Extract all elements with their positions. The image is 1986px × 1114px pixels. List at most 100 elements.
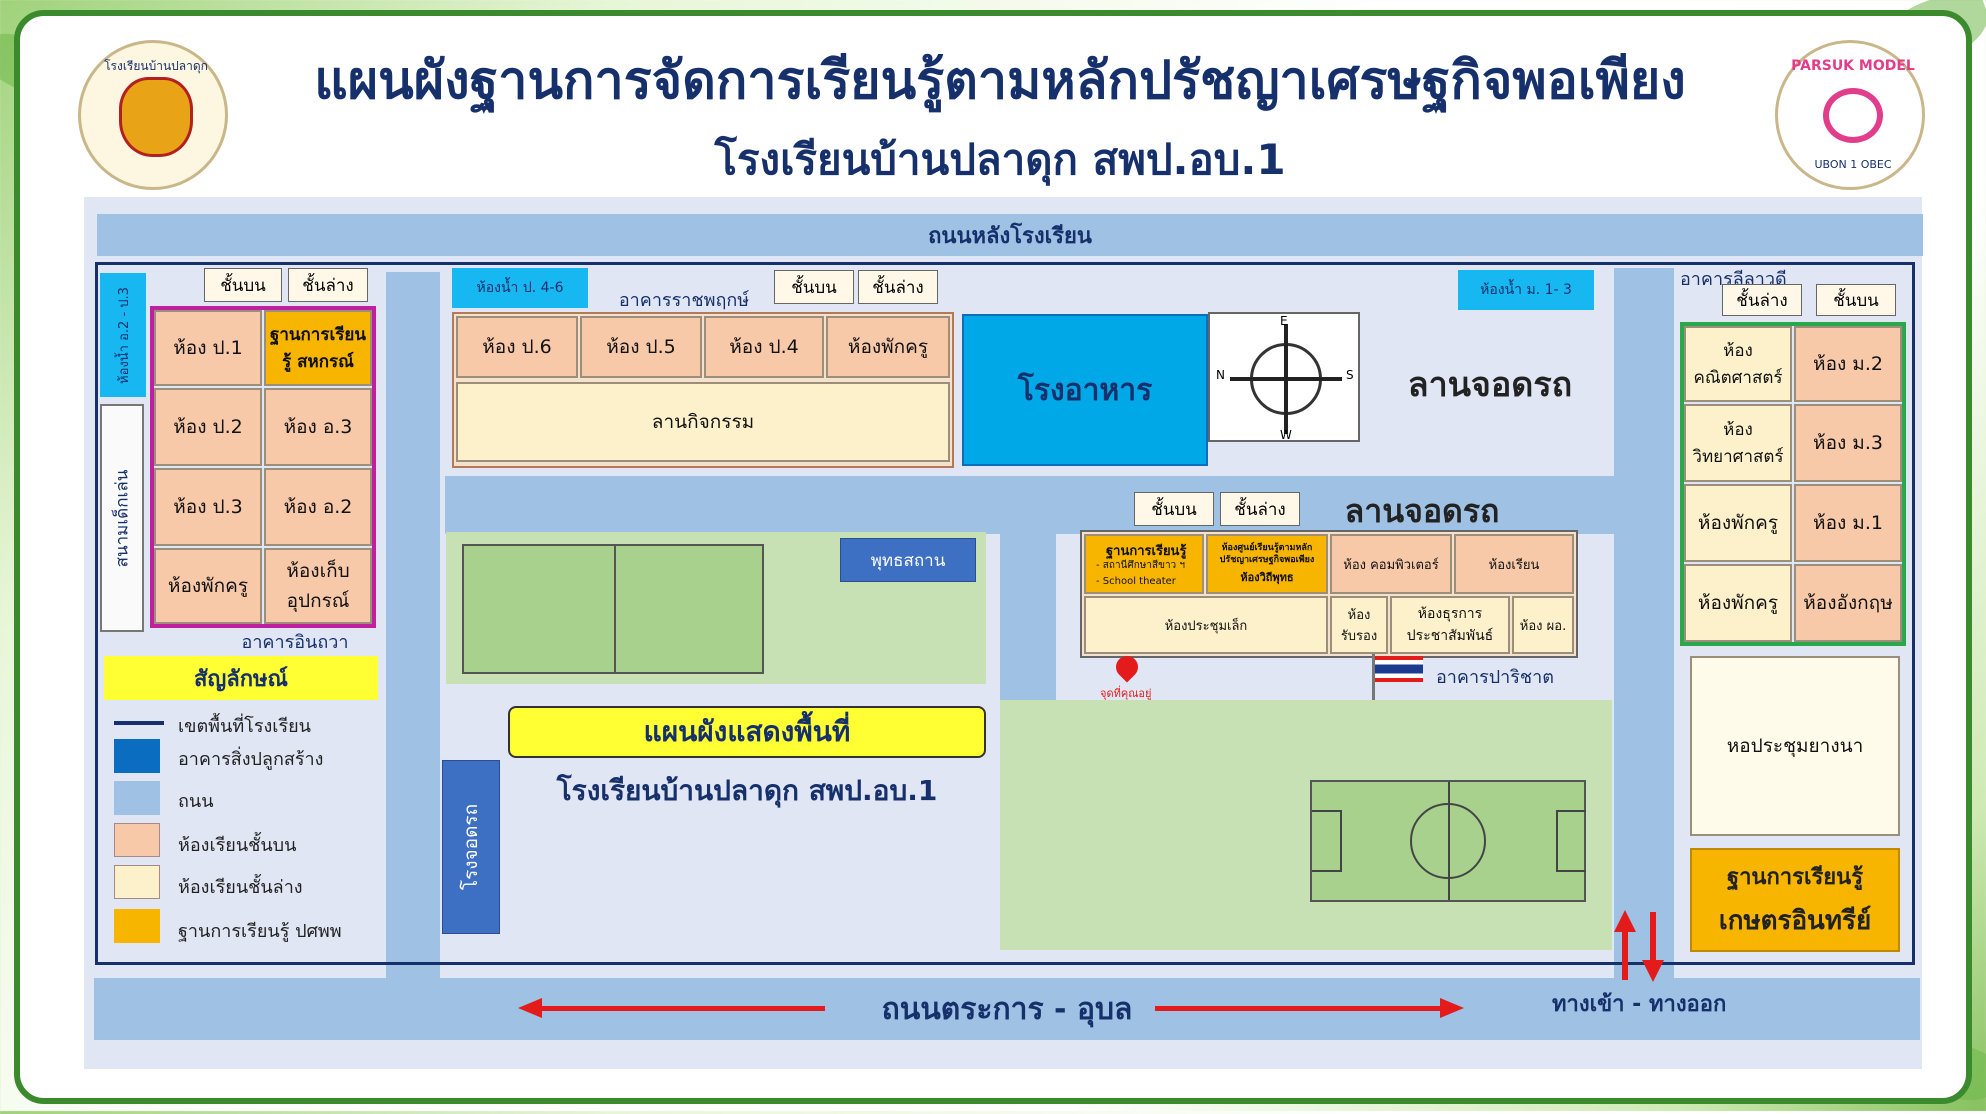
room-p6: ห้อง ป.6 <box>456 316 578 378</box>
teacher-room-lilawadee-2: ห้องพักครู <box>1684 564 1792 642</box>
front-road-label: ถนนตระการ - อุบล <box>881 991 1133 1027</box>
auditorium: หอประชุมยางนา <box>1690 656 1900 836</box>
teacher-room-inthawa: ห้องพักครู <box>154 548 262 624</box>
organic-farming-base: ฐานการเรียนรู้ เกษตรอินทรีย์ <box>1690 848 1900 952</box>
legend-label: อาคารสิ่งปลูกสร้าง <box>178 749 324 770</box>
lower-class-swatch <box>114 865 160 899</box>
legend-item: ถนน <box>112 778 392 818</box>
parsuk-model-logo: PARSUK MODEL UBON 1 OBEC <box>1775 40 1925 190</box>
room-a3: ห้อง อ.3 <box>264 388 372 466</box>
inthawa-building-name: อาคารอินถวา <box>241 631 349 653</box>
small-meeting-room: ห้องประชุมเล็ก <box>1084 596 1328 654</box>
toilet-p4-6: ห้องน้ำ ป. 4-6 <box>452 268 588 308</box>
room-m1: ห้อง ม.1 <box>1794 484 1902 562</box>
back-road: ถนนหลังโรงเรียน <box>97 214 1923 256</box>
learning-base-cooperative: ฐานการเรียนรู้ สหกรณ์ <box>264 310 372 386</box>
inner-road-center <box>1000 530 1056 700</box>
reception-room: ห้อง รับรอง <box>1330 596 1388 654</box>
field-center-circle <box>1410 803 1486 879</box>
learning-base-parichat-item2: - School theater <box>1096 576 1176 587</box>
playground: สนามเด็กเล่น <box>100 404 144 632</box>
school-logo-text: โรงเรียนบ้านปลาดุก <box>104 58 208 73</box>
arrow-down-head-icon <box>1642 960 1664 982</box>
page-title: แผนผังฐานการจัดการเรียนรู้ตามหลักปรัชญาเ… <box>314 50 1686 111</box>
parsuk-logo-text: PARSUK MODEL <box>1791 58 1915 74</box>
entrance-arrow-up <box>1622 930 1628 980</box>
learning-base-parichat: ฐานการเรียนรู้ - สถานีศึกษาสีขาว ฯ - Sch… <box>1084 534 1204 594</box>
compass-label-s: S <box>1346 368 1354 382</box>
football-field <box>1310 780 1586 902</box>
school-emblem-icon <box>119 77 193 157</box>
thai-flag-icon <box>1375 656 1423 682</box>
page-subtitle: โรงเรียนบ้านปลาดุก สพป.อบ.1 <box>714 135 1286 184</box>
buddha-shrine: พุทธสถาน <box>840 538 976 582</box>
entrance-exit-label: ทางเข้า - ทางออก <box>1552 992 1727 1017</box>
map-banner-title: แผนผังแสดงพื้นที่ <box>508 706 986 758</box>
parking-lot: ลานจอดรถ <box>1407 365 1573 405</box>
map-banner-subtitle: โรงเรียนบ้านปลาดุก สพป.อบ.1 <box>556 774 938 807</box>
legend-item: เขตพื้นที่โรงเรียน <box>112 708 392 738</box>
canteen: โรงอาหาร <box>962 314 1208 466</box>
organic-base-line1: ฐานการเรียนรู้ <box>1726 865 1864 890</box>
arrow-up-head-icon <box>1614 910 1636 932</box>
boundary-line-swatch <box>114 721 164 725</box>
rajapruek-building-name: อาคารราชพฤกษ์ <box>618 289 750 311</box>
room-p1: ห้อง ป.1 <box>154 310 262 386</box>
parking-lot-center: ลานจอดรถ <box>1344 491 1500 530</box>
room-p5: ห้อง ป.5 <box>580 316 702 378</box>
parsuk-logo-sub: UBON 1 OBEC <box>1814 157 1892 171</box>
compass-needle-horizontal <box>1230 377 1342 381</box>
you-are-here-label: จุดที่คุณอยู่ <box>1100 687 1152 700</box>
room-a2: ห้อง อ.2 <box>264 468 372 546</box>
lilawadee-upper-label: ชั้นบน <box>1816 284 1896 316</box>
garage: โรงจอดรถ <box>442 760 500 934</box>
computer-room: ห้อง คอมพิวเตอร์ <box>1330 534 1452 594</box>
legend-label: ฐานการเรียนรู้ ปศพพ <box>178 921 342 942</box>
room-p4: ห้อง ป.4 <box>704 316 824 378</box>
toilet-small: ห้องน้ำ อ.2 - ป.3 <box>100 273 146 397</box>
inthawa-upper-label: ชั้นบน <box>204 268 282 302</box>
front-road: ถนนตระการ - อุบล <box>94 978 1920 1040</box>
learning-base-swatch <box>114 909 160 943</box>
teacher-room-rajapruek: ห้องพักครู <box>826 316 950 378</box>
organic-base-line2: เกษตรอินทรีย์ <box>1718 906 1872 936</box>
road-swatch <box>114 781 160 815</box>
school-logo: โรงเรียนบ้านปลาดุก <box>78 40 228 190</box>
playground-label: สนามเด็กเล่น <box>112 469 133 567</box>
legend-item: ห้องเรียนชั้นล่าง <box>112 862 392 902</box>
inthawa-lower-label: ชั้นล่าง <box>288 268 368 302</box>
sufficiency-center-room: ห้องศูนย์เรียนรู้ตามหลักปรัชญาเศรษฐกิจพอ… <box>1206 534 1328 594</box>
legend-label: ถนน <box>178 791 214 812</box>
road-arrow-left <box>540 1006 825 1011</box>
lilawadee-building <box>1680 322 1906 646</box>
learning-base-parichat-title: ฐานการเรียนรู้ <box>1106 544 1187 559</box>
storage-room: ห้องเก็บ อุปกรณ์ <box>264 548 372 624</box>
garage-label: โรงจอดรถ <box>460 803 482 891</box>
english-room: ห้องอังกฤษ <box>1794 564 1902 642</box>
compass-label-w: W <box>1280 428 1292 442</box>
buddhist-way-label: ห้องวิถีพุทธ <box>1240 571 1294 584</box>
heart-icon <box>1823 88 1883 143</box>
room-m2: ห้อง ม.2 <box>1794 326 1902 402</box>
compass: N S E W <box>1208 312 1360 442</box>
legend-title: สัญลักษณ์ <box>104 656 378 700</box>
legend-label: ห้องเรียนชั้นบน <box>178 835 297 856</box>
room-p2: ห้อง ป.2 <box>154 388 262 466</box>
legend-label: เขตพื้นที่โรงเรียน <box>178 716 311 737</box>
upper-class-swatch <box>114 823 160 857</box>
inthawa-building <box>150 306 376 628</box>
math-room: ห้อง คณิตศาสตร์ <box>1684 326 1792 402</box>
lilawadee-lower-label: ชั้นล่าง <box>1722 284 1802 316</box>
parichat-lower-label: ชั้นล่าง <box>1220 492 1300 526</box>
toilet-m1-3: ห้องน้ำ ม. 1- 3 <box>1458 270 1594 310</box>
field-goal-area-left <box>1312 810 1342 872</box>
compass-label-e: E <box>1280 314 1288 328</box>
legend-label: ห้องเรียนชั้นล่าง <box>178 877 303 898</box>
inner-road-left <box>386 272 440 978</box>
director-room: ห้อง ผอ. <box>1512 596 1574 654</box>
flagpole <box>1372 654 1375 728</box>
rajapruek-lower-label: ชั้นล่าง <box>858 270 938 304</box>
exit-arrow-down <box>1650 912 1656 962</box>
sufficiency-center-label: ห้องศูนย์เรียนรู้ตามหลักปรัชญาเศรษฐกิจพอ… <box>1219 543 1315 565</box>
compass-label-n: N <box>1216 368 1225 382</box>
